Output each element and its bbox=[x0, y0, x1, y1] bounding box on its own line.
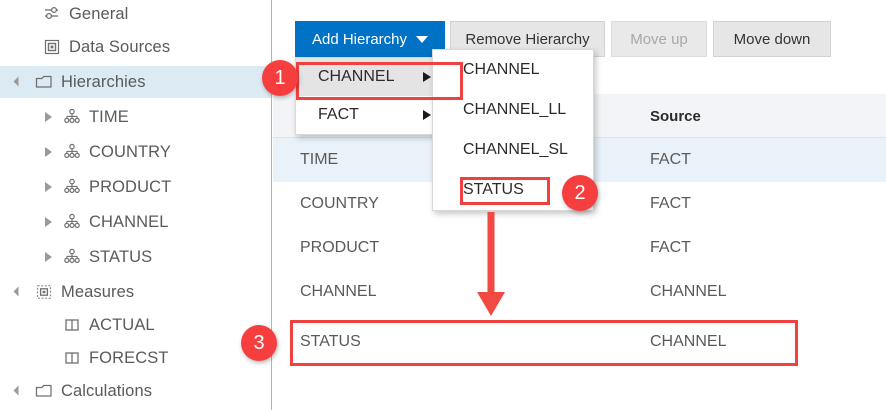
sidebar-item-label: General bbox=[69, 4, 129, 23]
move-down-button[interactable]: Move down bbox=[713, 21, 831, 57]
sidebar-item-time[interactable]: TIME bbox=[0, 101, 271, 133]
cell-hierarchy-name: TIME bbox=[300, 151, 339, 168]
remove-hierarchy-label: Remove Hierarchy bbox=[465, 30, 590, 48]
move-down-label: Move down bbox=[733, 30, 811, 48]
annotation-badge-3: 3 bbox=[241, 325, 277, 361]
chevron-down-icon bbox=[416, 35, 429, 43]
sidebar-item-label: Calculations bbox=[61, 381, 153, 400]
column-header-source[interactable]: Source bbox=[650, 107, 701, 125]
annotation-arrow-down-icon bbox=[471, 210, 511, 325]
cell-hierarchy-name: PRODUCT bbox=[300, 239, 380, 256]
table-row[interactable]: CHANNEL CHANNEL bbox=[273, 270, 886, 314]
folder-icon bbox=[34, 73, 54, 91]
sidebar-item-measures[interactable]: Measures bbox=[0, 276, 271, 308]
sidebar-item-country[interactable]: COUNTRY bbox=[0, 136, 271, 168]
hierarchy-icon bbox=[62, 143, 82, 161]
sidebar-item-label: Measures bbox=[61, 282, 135, 301]
cell-source: CHANNEL bbox=[650, 333, 727, 350]
sidebar-item-label: PRODUCT bbox=[89, 177, 172, 196]
table-row[interactable]: PRODUCT FACT bbox=[273, 226, 886, 270]
sliders-icon bbox=[42, 5, 62, 23]
twisty-collapsed-icon[interactable] bbox=[42, 250, 56, 264]
sidebar-item-actual[interactable]: ACTUAL bbox=[0, 309, 271, 341]
submenu-item-label: CHANNEL_LL bbox=[463, 101, 567, 118]
twisty-expanded-icon[interactable] bbox=[14, 285, 28, 299]
menu-item-channel[interactable]: CHANNEL bbox=[296, 58, 445, 96]
cell-source: FACT bbox=[650, 195, 691, 212]
sidebar-item-channel[interactable]: CHANNEL bbox=[0, 206, 271, 238]
cell-hierarchy-name: STATUS bbox=[300, 333, 361, 350]
twisty-collapsed-icon[interactable] bbox=[42, 215, 56, 229]
move-up-label: Move up bbox=[630, 30, 688, 48]
add-hierarchy-button[interactable]: Add Hierarchy bbox=[295, 21, 445, 57]
sidebar-item-label: TIME bbox=[89, 107, 129, 126]
datasource-icon bbox=[42, 38, 62, 56]
sidebar-tree: General Data Sources Hi bbox=[0, 0, 272, 410]
submenu-item-channel[interactable]: CHANNEL bbox=[433, 50, 593, 90]
sidebar-item-forecst[interactable]: FORECST bbox=[0, 342, 271, 374]
sidebar-item-status[interactable]: STATUS bbox=[0, 241, 271, 273]
sidebar-item-product[interactable]: PRODUCT bbox=[0, 171, 271, 203]
sidebar-item-label: FORECST bbox=[89, 348, 169, 367]
twisty-expanded-icon[interactable] bbox=[14, 75, 28, 89]
sidebar-item-general[interactable]: General bbox=[0, 0, 271, 30]
sidebar-item-label: COUNTRY bbox=[89, 142, 171, 161]
hierarchy-icon bbox=[62, 108, 82, 126]
sidebar-item-label: Hierarchies bbox=[61, 72, 146, 91]
sidebar-item-label: CHANNEL bbox=[89, 212, 169, 231]
annotation-badge-1: 1 bbox=[262, 60, 298, 96]
twisty-none bbox=[28, 7, 42, 21]
measure-icon bbox=[62, 316, 82, 334]
twisty-collapsed-icon[interactable] bbox=[42, 180, 56, 194]
add-hierarchy-label: Add Hierarchy bbox=[311, 30, 408, 48]
chevron-right-icon bbox=[423, 110, 431, 120]
add-hierarchy-dropdown-menu[interactable]: CHANNEL FACT bbox=[295, 57, 446, 135]
sidebar-item-label: STATUS bbox=[89, 247, 153, 266]
cell-source: FACT bbox=[650, 239, 691, 256]
submenu-item-channel-sl[interactable]: CHANNEL_SL bbox=[433, 130, 593, 170]
twisty-none bbox=[28, 40, 42, 54]
cell-source: FACT bbox=[650, 151, 691, 168]
sidebar-item-label: ACTUAL bbox=[89, 315, 155, 334]
menu-item-label: CHANNEL bbox=[318, 68, 395, 85]
sidebar-item-label: Data Sources bbox=[69, 37, 171, 56]
submenu-item-label: CHANNEL bbox=[463, 61, 540, 78]
table-row[interactable]: COUNTRY FACT bbox=[273, 182, 886, 226]
sidebar-item-hierarchies[interactable]: Hierarchies bbox=[0, 66, 271, 98]
submenu-item-status[interactable]: STATUS bbox=[433, 170, 593, 210]
submenu-item-label: STATUS bbox=[463, 181, 524, 198]
twisty-expanded-icon[interactable] bbox=[14, 384, 28, 398]
cell-hierarchy-name: CHANNEL bbox=[300, 283, 377, 300]
submenu-item-channel-ll[interactable]: CHANNEL_LL bbox=[433, 90, 593, 130]
measure-icon bbox=[62, 349, 82, 367]
menu-item-fact[interactable]: FACT bbox=[296, 96, 445, 134]
measures-icon bbox=[34, 283, 54, 301]
sidebar-item-data-sources[interactable]: Data Sources bbox=[0, 31, 271, 63]
twisty-collapsed-icon[interactable] bbox=[42, 145, 56, 159]
submenu-item-label: CHANNEL_SL bbox=[463, 141, 568, 158]
sidebar-item-calculations[interactable]: Calculations bbox=[0, 375, 271, 407]
cell-source: CHANNEL bbox=[650, 283, 727, 300]
table-row[interactable]: STATUS CHANNEL bbox=[273, 320, 886, 364]
hierarchy-icon bbox=[62, 248, 82, 266]
move-up-button[interactable]: Move up bbox=[611, 21, 707, 57]
folder-icon bbox=[34, 382, 54, 400]
hierarchy-icon bbox=[62, 213, 82, 231]
hierarchy-icon bbox=[62, 178, 82, 196]
annotation-badge-2: 2 bbox=[562, 175, 598, 211]
menu-item-label: FACT bbox=[318, 106, 359, 123]
cell-hierarchy-name: COUNTRY bbox=[300, 195, 379, 212]
twisty-collapsed-icon[interactable] bbox=[42, 110, 56, 124]
chevron-right-icon bbox=[423, 72, 431, 82]
